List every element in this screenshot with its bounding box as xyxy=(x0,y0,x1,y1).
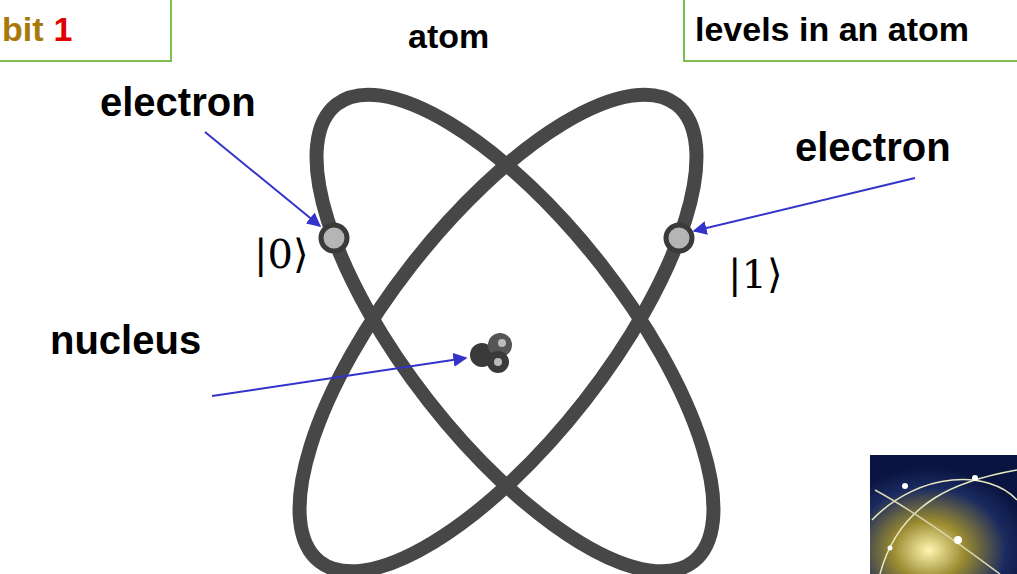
title-label: atom xyxy=(408,18,489,55)
nucleus-symbol xyxy=(470,333,512,373)
orbit xyxy=(250,37,780,574)
state-label: |1⟩ xyxy=(728,252,783,296)
box-text: levels in an atom xyxy=(695,10,969,49)
part-label: electron xyxy=(100,80,256,124)
atom-photo xyxy=(870,455,1017,574)
electron-dot xyxy=(666,225,692,251)
state-label: |0⟩ xyxy=(254,232,309,276)
electron-dot xyxy=(321,225,347,251)
part-label: electron xyxy=(795,125,951,169)
leader-arrow xyxy=(205,132,320,226)
orbit xyxy=(233,37,763,574)
leader-arrow xyxy=(694,178,915,231)
title-box: bit 1 xyxy=(0,0,172,62)
part-label: nucleus xyxy=(50,318,201,362)
box-text: 1 xyxy=(54,10,73,49)
box-text: bit xyxy=(2,10,44,49)
leader-arrow xyxy=(212,358,466,396)
title-box: levels in an atom xyxy=(683,0,1017,62)
